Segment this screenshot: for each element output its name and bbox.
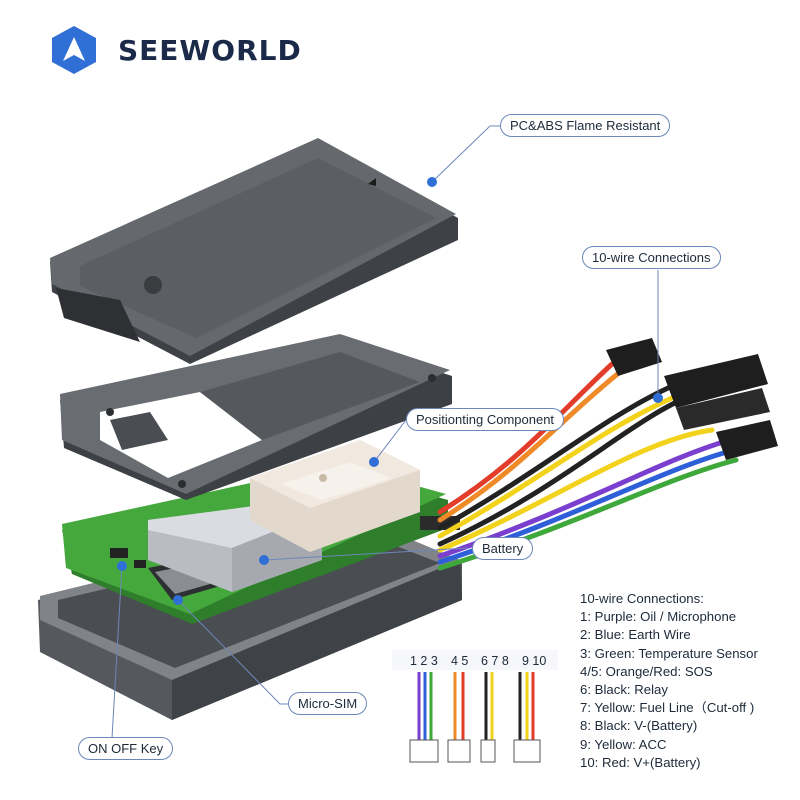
legend-item: 6: Black: Relay xyxy=(580,682,668,698)
legend-item: 1: Purple: Oil / Microphone xyxy=(580,609,737,625)
wire-number-6-8: 6 7 8 xyxy=(481,654,509,668)
legend-item: 7: Yellow: Fuel Line（Cut-off ) xyxy=(580,700,755,716)
callout-10-wire: 10-wire Connections xyxy=(582,246,721,269)
middle-frame xyxy=(60,334,452,500)
wire-number-4-5: 4 5 xyxy=(451,654,469,668)
legend-item: 3: Green: Temperature Sensor xyxy=(580,645,758,661)
callout-micro-sim: Micro-SIM xyxy=(288,692,368,715)
legend-item: 10: Red: V+(Battery) xyxy=(580,754,701,770)
legend-item: 4/5: Orange/Red: SOS xyxy=(580,663,713,679)
brand-name: SEEWORLD xyxy=(118,33,302,67)
legend-item: 8: Black: V-(Battery) xyxy=(580,718,698,734)
wire-connectors xyxy=(606,338,778,460)
wire-legend: 10-wire Connections: 1: Purple: Oil / Mi… xyxy=(580,590,758,772)
callout-dots xyxy=(117,177,663,605)
callout-on-off-key: ON OFF Key xyxy=(78,737,174,760)
legend-item: 2: Blue: Earth Wire xyxy=(580,627,691,643)
top-shell xyxy=(50,138,458,364)
wire-pinout-diagram xyxy=(392,650,558,763)
callout-battery: Battery xyxy=(472,537,534,560)
wire-number-9-10: 9 10 xyxy=(522,654,547,668)
legend-item: 9: Yellow: ACC xyxy=(580,736,667,752)
wire-number-1-3: 1 2 3 xyxy=(410,654,438,668)
pcb-board xyxy=(62,440,460,624)
legend-title: 10-wire Connections: xyxy=(580,591,704,606)
callout-shell-material: PC&ABS Flame Resistant xyxy=(500,114,671,137)
brand-header: SEEWORLD xyxy=(48,24,302,76)
callout-positioning-component: Positionting Component xyxy=(406,408,565,431)
navigation-arrow-icon xyxy=(52,26,96,74)
